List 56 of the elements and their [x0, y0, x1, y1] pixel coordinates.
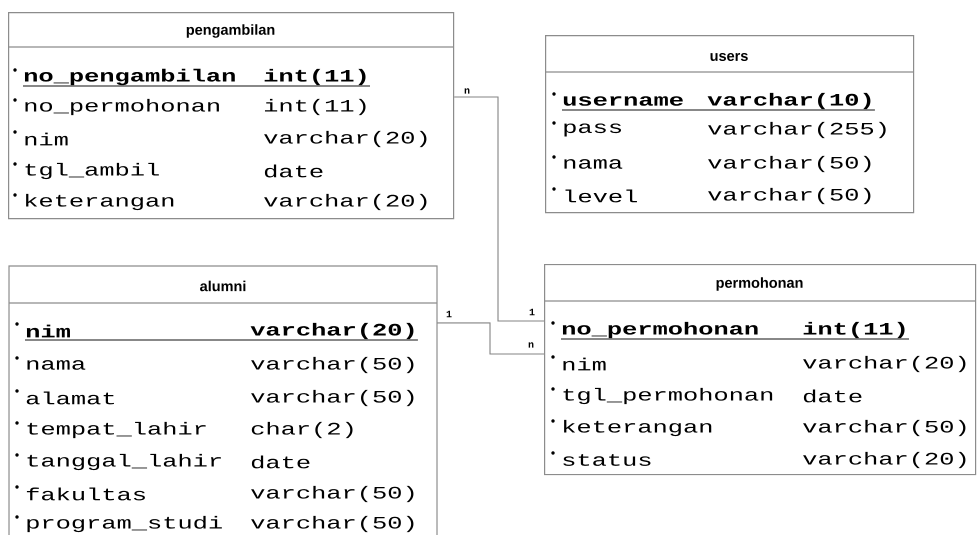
cardinality-label: n — [464, 88, 470, 94]
column-type: varchar(50) — [803, 420, 966, 436]
table-box — [544, 264, 976, 476]
column-name: tanggal_lahir — [28, 454, 221, 470]
column-type: varchar(50) — [251, 486, 414, 502]
table-title: alumni — [200, 280, 246, 292]
table-title: permohonan — [716, 277, 803, 291]
column-type: varchar(50) — [708, 188, 870, 204]
column-type: varchar(20) — [250, 322, 414, 340]
column-type: int(11) — [804, 322, 904, 338]
column-type: varchar(50) — [251, 356, 414, 374]
column-type: varchar(50) — [251, 516, 414, 532]
column-name: program_studi — [27, 516, 222, 532]
column-name: username — [564, 96, 683, 106]
table-title: pengambilan — [186, 24, 274, 38]
column-name: nama — [27, 360, 86, 370]
column-type: varchar(20) — [803, 356, 966, 372]
column-name: nama — [564, 159, 622, 169]
column-name: nim — [563, 358, 606, 370]
column-type: date — [252, 456, 310, 468]
column-type: varchar(255) — [708, 122, 886, 138]
column-name: alamat — [26, 392, 114, 404]
column-type: varchar(20) — [264, 194, 426, 210]
column-type: int(11) — [264, 98, 366, 116]
column-type: varchar(50) — [708, 156, 870, 172]
column-name: level — [566, 190, 637, 202]
column-type: varchar(10) — [708, 92, 870, 110]
relationship-line — [454, 96, 544, 322]
column-name: tempat_lahir — [28, 422, 206, 438]
column-name: no_permohonan — [25, 98, 219, 116]
column-name: nim — [25, 132, 68, 146]
table-box — [8, 12, 454, 220]
relationship-line — [437, 322, 544, 355]
column-type: char(2) — [252, 422, 353, 438]
table-box — [545, 35, 914, 214]
table-box — [8, 265, 438, 535]
column-name: status — [563, 454, 650, 466]
column-name: fakultas — [26, 488, 145, 500]
cardinality-label: 1 — [530, 308, 535, 316]
column-type: date — [804, 390, 862, 402]
column-name: pass — [564, 123, 621, 137]
column-name: tgl_permohonan — [564, 388, 772, 404]
column-name: no_pengambilan — [24, 68, 235, 86]
column-type: varchar(50) — [251, 390, 414, 406]
column-type: varchar(20) — [803, 452, 966, 468]
column-type: varchar(20) — [264, 130, 426, 148]
column-type: date — [264, 164, 322, 178]
column-name: keterangan — [564, 420, 712, 436]
column-name: nim — [26, 324, 70, 338]
column-name: no_permohonan — [562, 322, 758, 338]
cardinality-label: 1 — [446, 310, 452, 318]
table-title: users — [710, 53, 748, 61]
column-name: keterangan — [26, 194, 174, 210]
cardinality-label: n — [528, 342, 534, 348]
column-name: tgl_ambil — [26, 162, 159, 180]
column-type: int(11) — [264, 68, 366, 86]
